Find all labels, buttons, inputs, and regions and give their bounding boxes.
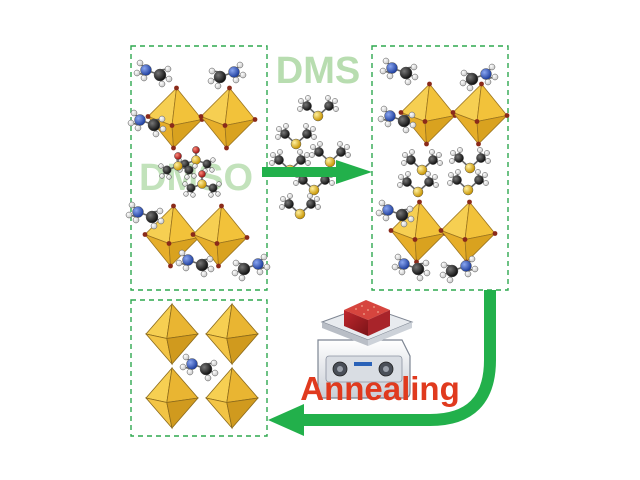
arrow-down-left-icon: [268, 290, 496, 436]
methylammonium-molecule: [391, 253, 431, 282]
molecules-layer: [125, 57, 499, 382]
octahedra-layer: [142, 81, 510, 430]
octahedron-framework: [204, 366, 260, 430]
dms-molecule: [449, 147, 491, 174]
methylammonium-molecule: [125, 201, 165, 230]
methylammonium-molecule: [207, 61, 247, 90]
panel-top-right: [371, 45, 509, 291]
dms-molecule: [397, 171, 439, 198]
methylammonium-molecule: [175, 249, 215, 278]
dms-molecule: [401, 149, 443, 176]
methylammonium-molecule: [133, 59, 173, 88]
octahedron: [398, 81, 458, 147]
methylammonium-molecule: [439, 255, 479, 284]
octahedron: [388, 199, 448, 265]
dms-molecule: [279, 193, 321, 220]
octahedron-framework: [144, 366, 200, 430]
dmso-molecule: [182, 170, 222, 198]
methylammonium-molecule: [375, 199, 415, 228]
dms-molecule: [275, 123, 317, 150]
octahedron: [198, 85, 258, 151]
methylammonium-molecule: [231, 253, 271, 282]
panel-bottom-left: [130, 299, 268, 437]
dmso-molecule: [158, 152, 198, 180]
methylammonium-molecule: [459, 63, 499, 92]
octahedron: [450, 81, 510, 147]
octahedron: [190, 203, 250, 269]
dms-molecule: [309, 141, 351, 168]
annealing-label: Annealing: [300, 370, 460, 407]
octahedron-framework: [144, 302, 200, 366]
dms-molecule: [297, 95, 339, 122]
octahedron: [145, 85, 205, 151]
dms-label: DMS: [276, 50, 360, 92]
arrow-right-icon: [262, 160, 372, 184]
dms-molecule: [447, 169, 489, 196]
hotplate-icon: [317, 300, 414, 399]
methylammonium-molecule: [377, 105, 417, 134]
panel-top-left: [130, 45, 268, 291]
methylammonium-molecule: [179, 353, 219, 382]
methylammonium-molecule: [127, 109, 167, 138]
methylammonium-molecule: [379, 57, 419, 86]
octahedron: [438, 199, 498, 265]
octahedron-framework: [204, 302, 260, 366]
